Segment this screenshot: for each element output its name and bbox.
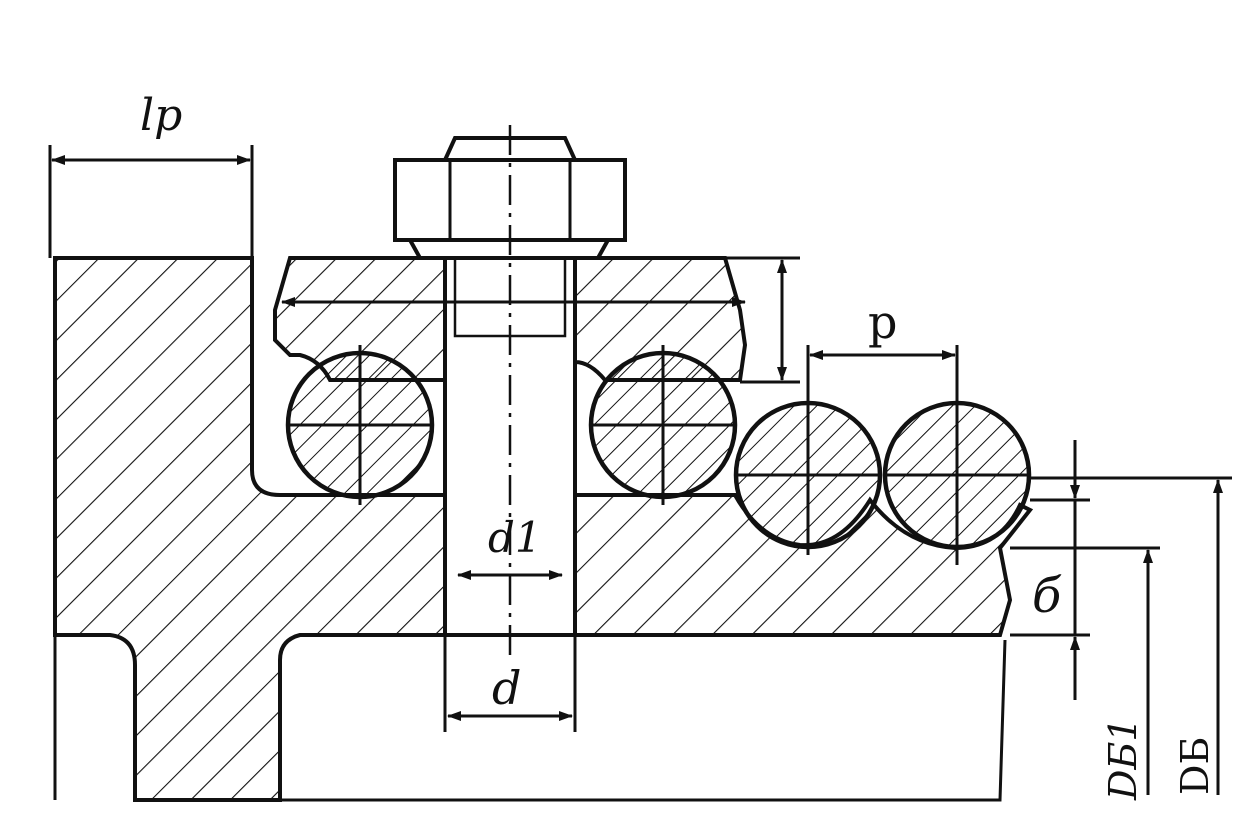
label-d: d xyxy=(492,661,521,715)
label-db1: DБ1 xyxy=(1101,717,1145,801)
dimension-d xyxy=(443,635,577,732)
label-delta: б xyxy=(1032,568,1062,624)
drum-inner-outline xyxy=(53,635,1007,802)
dimension-delta xyxy=(1010,440,1160,700)
label-lp: lp xyxy=(140,90,182,141)
clamp-plate xyxy=(273,256,748,382)
dimension-clamp-plate xyxy=(281,256,800,384)
drum-flange-section xyxy=(53,256,447,802)
label-db: DБ xyxy=(1173,737,1217,795)
label-p: p xyxy=(868,295,897,349)
clamp-plate-right xyxy=(573,256,748,382)
dimension-db xyxy=(1030,476,1232,795)
rope-center-lines xyxy=(288,345,1029,565)
dimension-lp xyxy=(48,145,254,258)
label-d1: d1 xyxy=(488,513,542,562)
